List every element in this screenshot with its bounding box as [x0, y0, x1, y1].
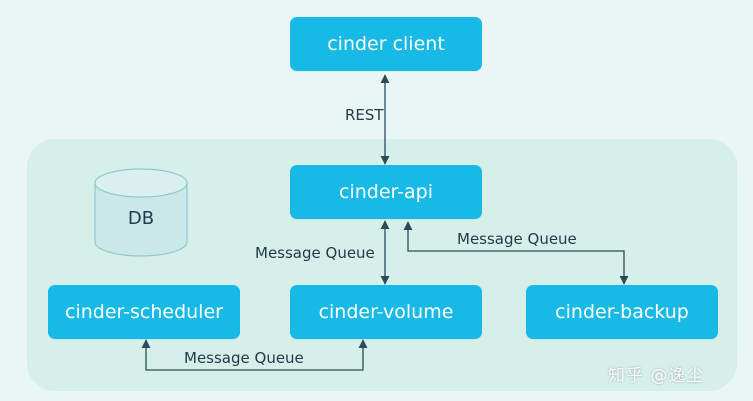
db-label: DB — [127, 208, 155, 229]
cinder-backup-node: cinder-backup — [526, 285, 718, 339]
scheduler-volume-queue-label: Message Queue — [184, 349, 304, 367]
cinder-scheduler-node: cinder-scheduler — [48, 285, 240, 339]
api-volume-queue-label: Message Queue — [255, 244, 375, 262]
scheduler-volume-connector — [141, 339, 368, 371]
cinder-client-node: cinder client — [290, 17, 482, 71]
api-backup-queue-label: Message Queue — [457, 230, 577, 248]
cinder-volume-node: cinder-volume — [290, 285, 482, 339]
db-cylinder — [94, 168, 188, 257]
cinder-api-node: cinder-api — [290, 165, 482, 219]
api-backup-connector — [403, 221, 629, 285]
rest-label: REST — [345, 106, 384, 124]
watermark: 知乎 @逸尘 — [608, 366, 705, 386]
